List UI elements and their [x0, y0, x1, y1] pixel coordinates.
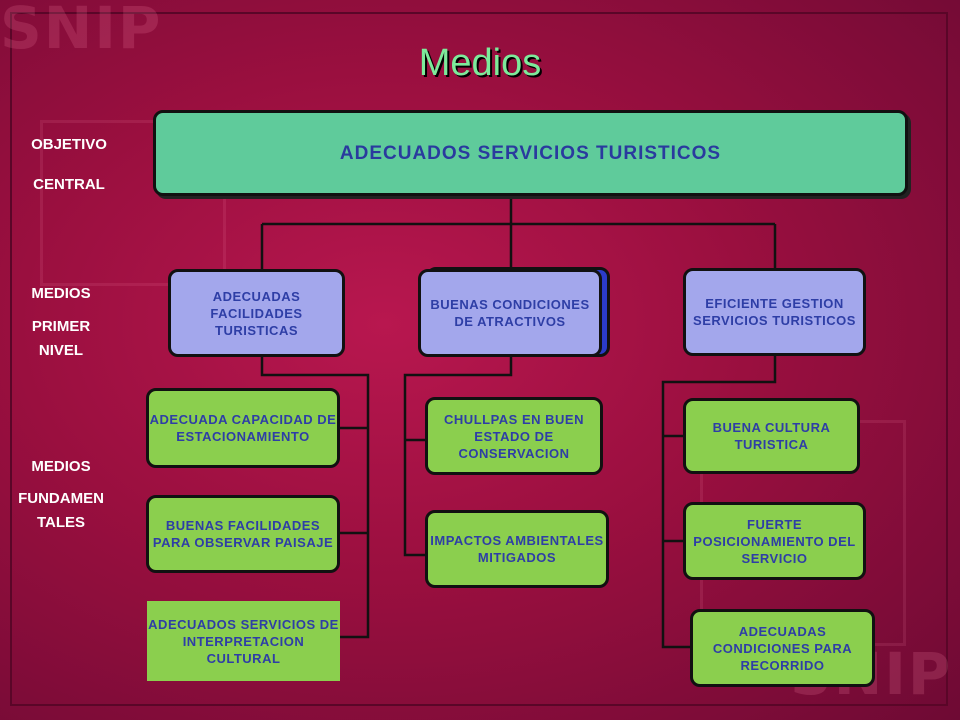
level2-box-recorrido: ADECUADAS CONDICIONES PARA RECORRIDO: [690, 609, 875, 687]
label-nivel: NIVEL: [38, 342, 84, 359]
level1-box-facilidades: ADECUADAS FACILIDADES TURISTICAS: [168, 269, 345, 357]
label-central: CENTRAL: [33, 176, 105, 193]
label-objetivo: OBJETIVO: [31, 136, 107, 153]
level2-box-posicionamiento: FUERTE POSICIONAMIENTO DEL SERVICIO: [683, 502, 866, 580]
central-objective-box: ADECUADOS SERVICIOS TURISTICOS: [153, 110, 908, 196]
level2-box-cultura: BUENA CULTURA TURISTICA: [683, 398, 860, 474]
level2-box-paisaje: BUENAS FACILIDADES PARA OBSERVAR PAISAJE: [146, 495, 340, 573]
level1-box-atractivos: BUENAS CONDICIONES DE ATRACTIVOS: [418, 269, 602, 357]
label-tales: TALES: [36, 514, 86, 531]
slide-title: Medios: [418, 42, 542, 84]
level2-box-impactos: IMPACTOS AMBIENTALES MITIGADOS: [425, 510, 609, 588]
label-medios-primer: MEDIOS: [31, 285, 91, 302]
slide-frame: [10, 12, 948, 706]
label-primer: PRIMER: [31, 318, 91, 335]
watermark-top: SNIP: [0, 0, 163, 62]
background-decoration: [40, 120, 226, 286]
level1-box-gestion: EFICIENTE GESTION SERVICIOS TURISTICOS: [683, 268, 866, 356]
label-fundamen: FUNDAMEN: [18, 490, 104, 507]
level2-box-interpretacion: ADECUADOS SERVICIOS DE INTERPRETACION CU…: [147, 601, 340, 681]
label-medios-fundamentales: MEDIOS: [31, 458, 91, 475]
level2-box-estacionamiento: ADECUADA CAPACIDAD DE ESTACIONAMIENTO: [146, 388, 340, 468]
level2-box-chullpas: CHULLPAS EN BUEN ESTADO DE CONSERVACION: [425, 397, 603, 475]
